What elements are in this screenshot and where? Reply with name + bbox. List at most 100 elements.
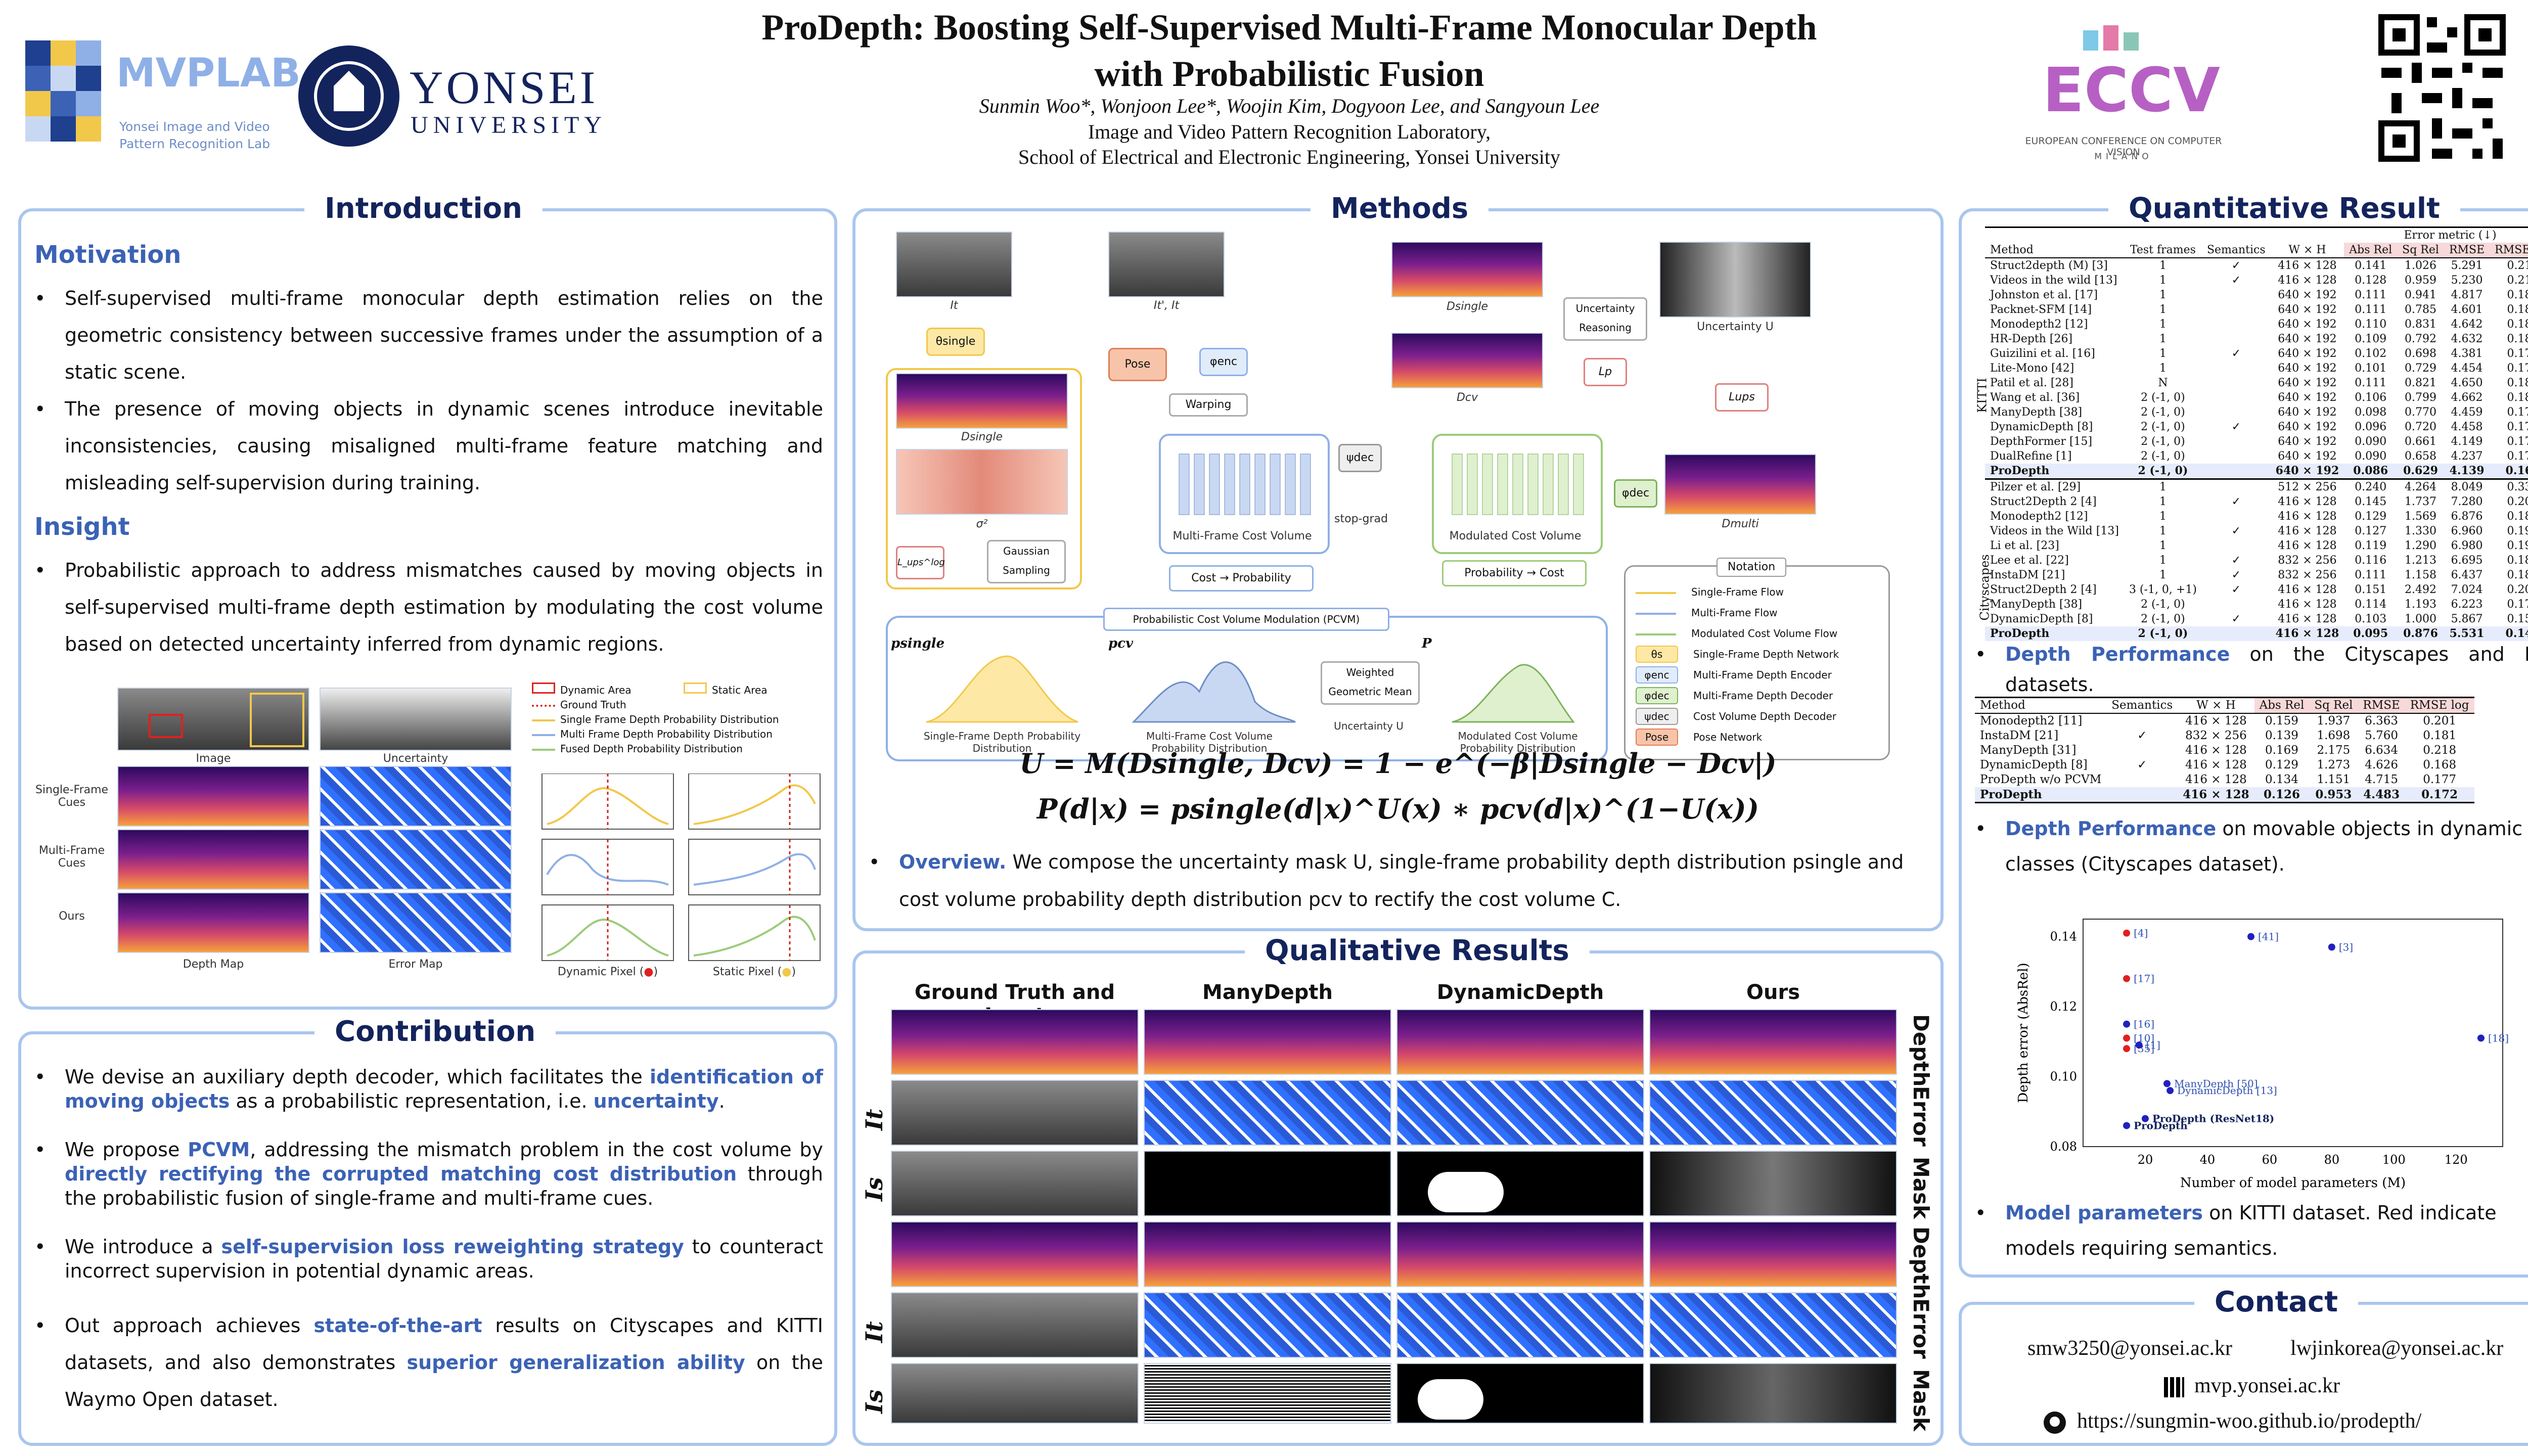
unc-input-label: Uncertainty U (1334, 720, 1404, 732)
table-cell: Struct2Depth 2 [4] (1990, 495, 2097, 508)
table-cell: 0.169 (2265, 744, 2298, 757)
table-cell: 0.334 (2507, 481, 2528, 493)
table-cell: 0.698 (2405, 347, 2437, 360)
table-cell: 1 (2159, 303, 2166, 316)
yonsei-seal (298, 46, 399, 147)
qual-label-is-1: Is (861, 1177, 888, 1201)
qual-row-depth-1: Depth (1909, 1014, 1933, 1087)
table-cell: 6.634 (2365, 744, 2399, 757)
qual-ours-depth-1 (1649, 1009, 1897, 1075)
table-cell (2106, 743, 2178, 758)
lab-logo: MVPLAB Yonsei Image and Video Pattern Re… (20, 30, 303, 162)
table-cell: 640 × 192 (2278, 450, 2337, 463)
table-cell (2106, 772, 2178, 787)
scatter-point-label: [10] (2134, 1032, 2154, 1044)
qual-ours-mask-1 (1649, 1151, 1897, 1216)
uncertainty-reasoning-box: Uncertainty Reasoning (1563, 297, 1647, 341)
table-cell: 1 (2159, 333, 2166, 345)
table-cell: 640 × 192 (2278, 362, 2337, 375)
table-cell: 1 (2159, 554, 2166, 567)
contact-email-2[interactable]: lwjinkorea@yonsei.ac.kr (2290, 1337, 2504, 1360)
table-cell: 0.128 (2355, 274, 2387, 287)
table-cell: Wang et al. [36] (1990, 391, 2080, 404)
table-cell: InstaDM [21] (1980, 729, 2059, 742)
table-cell: 416 × 128 (2278, 274, 2337, 287)
contact-website[interactable]: mvp.yonsei.ac.kr (2164, 1374, 2340, 1398)
table-cell: ManyDepth [38] (1990, 406, 2083, 419)
qual-grid (891, 1009, 1902, 1424)
quantitative-title: Quantitative Result (2108, 191, 2460, 226)
table-cell: 0.953 (2315, 788, 2352, 801)
table-cell: 416 × 128 (2278, 495, 2337, 508)
p-symbol: P (1422, 636, 1432, 651)
table-cell: 2 (-1, 0) (2141, 598, 2185, 611)
table-cell (2202, 509, 2271, 524)
table-cell: 0.187 (2507, 318, 2528, 331)
table-cell (2202, 434, 2271, 449)
poster-title: ProDepth: Boosting Self-Supervised Multi… (581, 4, 1997, 97)
frame-it-label: It (950, 299, 958, 312)
intro-depth-multi (117, 829, 309, 890)
table-cell: ProDepth w/o PCVM (1980, 773, 2102, 786)
scatter-point (2123, 929, 2131, 937)
table-cell: 4.458 (2451, 421, 2483, 433)
table-cell: 0.126 (2263, 788, 2300, 801)
table-cell: 0.785 (2405, 303, 2437, 316)
intro-figure: Image Uncertainty Single-Frame Cues Mult… (31, 682, 830, 996)
cost-to-prob-box: Cost → Probability (1169, 565, 1314, 592)
intro-row-ours: Ours (59, 910, 85, 923)
yonsei-name1: YONSEI (410, 62, 599, 113)
table-cell: 832 × 256 (2185, 729, 2247, 742)
intro-image (117, 688, 309, 751)
quantitative-panel: Quantitative Result KITTI Cityscapes Err… (1959, 191, 2528, 1278)
contact-github[interactable]: https://sungmin-woo.github.io/prodepth/ (2043, 1409, 2421, 1435)
table-cell: 1.151 (2317, 773, 2351, 786)
table-cell: 0.831 (2405, 318, 2437, 331)
affiliation: Image and Video Pattern Recognition Labo… (581, 119, 1997, 170)
table-cell: 0.090 (2355, 450, 2387, 463)
eccv-icons (2083, 25, 2139, 51)
table-cell: 5.760 (2365, 729, 2399, 742)
table-cell: 0.720 (2405, 421, 2437, 433)
qual-dyn-mask-2 (1396, 1363, 1644, 1424)
table-cell: 0.215 (2507, 259, 2528, 272)
intro-static-pixel: Static Pixel (●) (712, 966, 796, 978)
qual-row-depth-2: Depth (1909, 1226, 1933, 1299)
table-cell: ✓ (2231, 495, 2241, 508)
caption-2: Depth Performance on movable objects in … (1975, 811, 2528, 882)
group-kitti-label: KITTI (1975, 378, 1990, 413)
table-cell: 1 (2159, 362, 2166, 375)
table-cell: 416 × 128 (2278, 510, 2337, 523)
qual-dyn-depth-1 (1396, 1009, 1644, 1075)
table-cell: 5.291 (2451, 259, 2483, 272)
table-cell: 1.273 (2317, 758, 2351, 771)
table-cell: 1 (2159, 539, 2166, 552)
qr-code[interactable] (2376, 12, 2508, 164)
contribution-bullet-3: We introduce a self-supervision loss rew… (34, 1235, 823, 1283)
table-cell: 416 × 128 (2278, 598, 2337, 611)
table-cell (2202, 361, 2271, 376)
table-cell: 0.178 (2507, 347, 2528, 360)
table-cell: 5.230 (2451, 274, 2483, 287)
uncertainty-map-label: Uncertainty U (1697, 321, 1774, 333)
intro-depth-ours (117, 892, 309, 953)
table-cell: 4.454 (2451, 362, 2483, 375)
table-cell: 2 (-1, 0) (2141, 391, 2185, 404)
table-cell: 0.168 (2423, 758, 2457, 771)
qual-row-error-1: Error (1909, 1086, 1933, 1147)
table-cell: 5.531 (2449, 627, 2485, 640)
x-axis-label: Number of model parameters (M) (2180, 1175, 2406, 1191)
contact-email-1[interactable]: smw3250@yonsei.ac.kr (2027, 1337, 2232, 1360)
table-cell: 640 × 192 (2278, 377, 2337, 389)
table-cell: 416 × 128 (2275, 627, 2339, 640)
insight-bullet: Probabilistic approach to address mismat… (34, 552, 823, 663)
table-cell (2106, 787, 2178, 803)
